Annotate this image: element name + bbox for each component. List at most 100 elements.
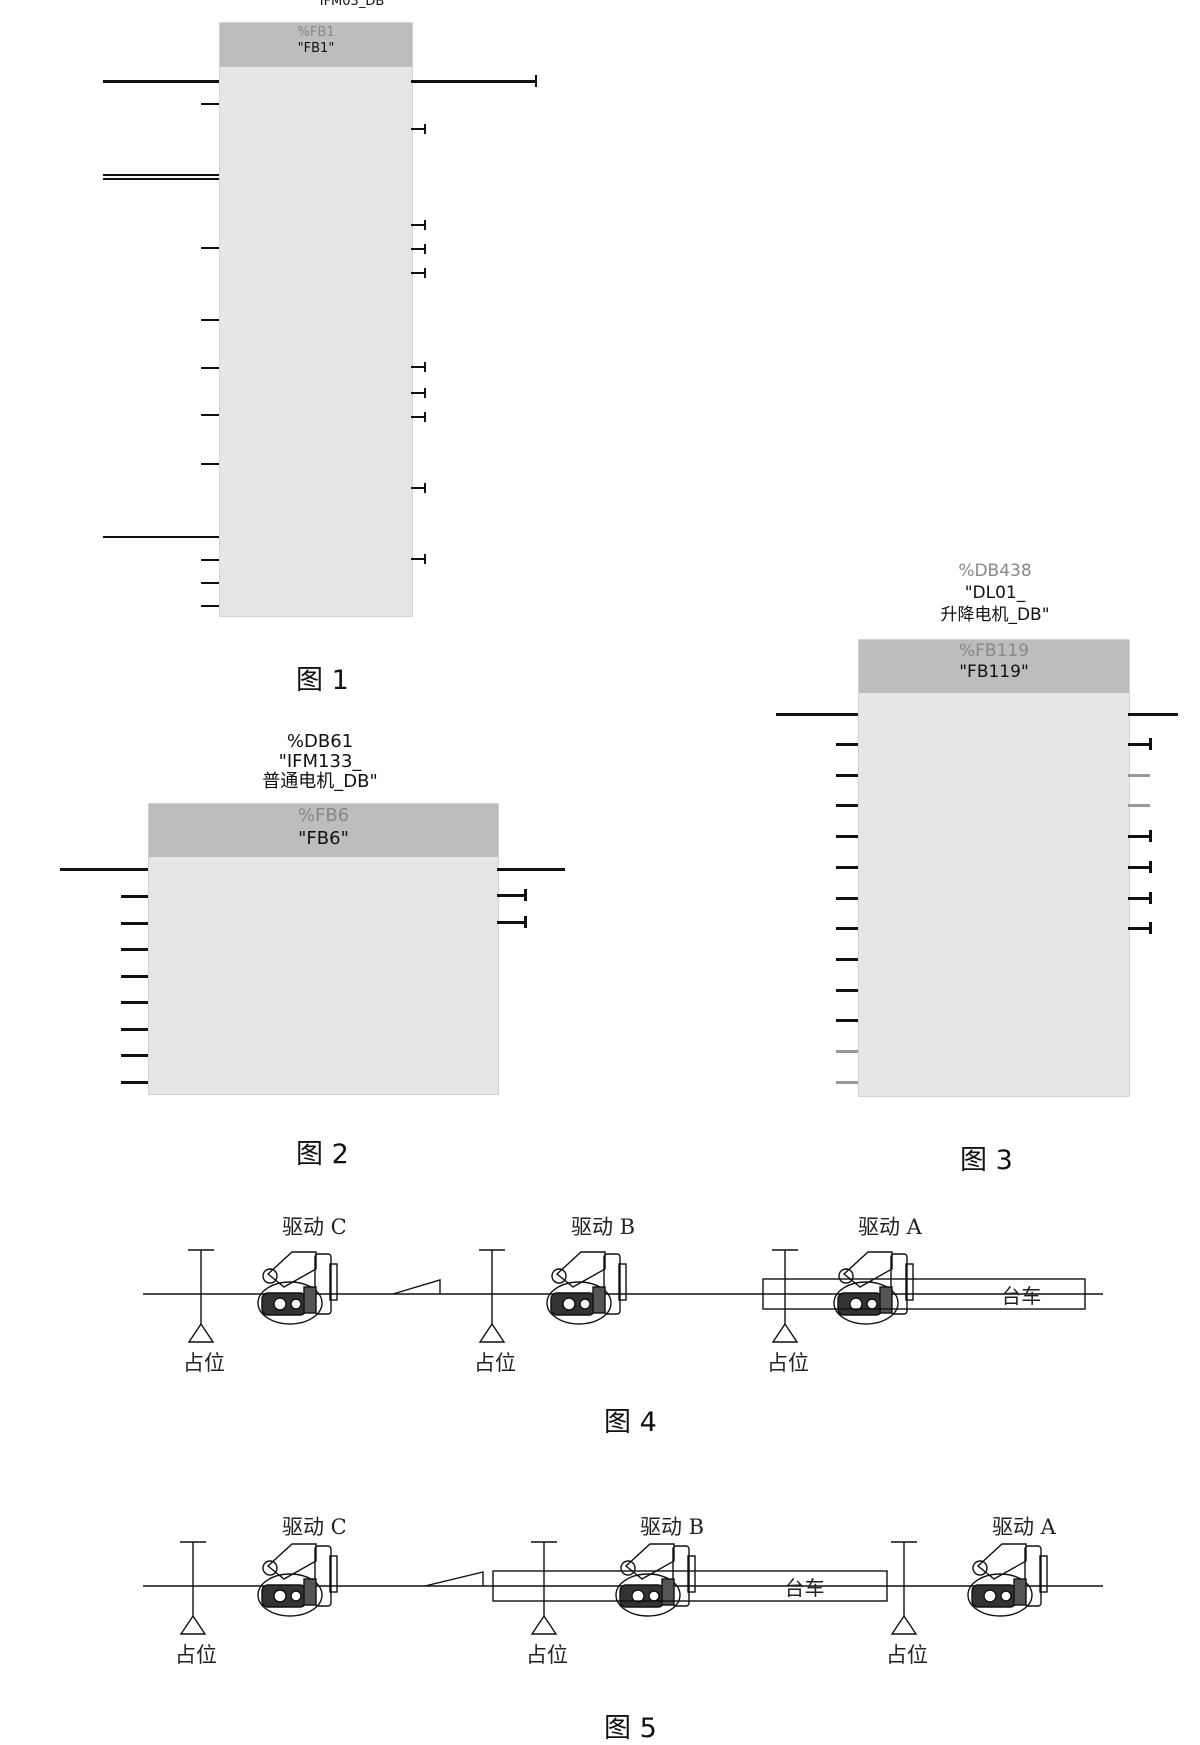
fig1-output-stub-end [424,412,426,422]
fig3-db-name-line1: "DL01_ [964,583,1026,603]
fig3-en-wire [776,713,858,716]
drive-flange [314,1253,332,1315]
sensor-base [771,1322,799,1343]
fig2-db-name-line1: "IFM133_ [278,751,362,772]
drive-motor-body [303,1286,317,1314]
fig3-output-stub [1128,865,1150,869]
fig1-input-stub [201,605,219,607]
drive-motor-body [661,1578,675,1606]
drive-shaft [329,1263,338,1301]
fig1-output-stub-end [424,220,426,230]
fig2-input-stub [121,1080,148,1084]
drive-flange [890,1253,908,1315]
fig2-input-stub [121,974,148,978]
drive-housing [257,1281,323,1325]
drive-unit [615,1543,696,1617]
fig1-output-stub [411,224,425,226]
drive-label: 驱动 B [571,1215,635,1239]
drive-unit [546,1251,627,1325]
fig1-block-header: %FB1 "FB1" [220,23,412,67]
drive-arm [555,1251,606,1288]
fig1-input-stub [201,367,219,369]
fig3-input-stub [836,896,858,900]
drive-arm [976,1543,1027,1580]
fig1-input-stub [201,103,219,105]
fig1-output-stub [411,392,425,394]
fig3-input-stub [836,927,858,931]
fig1-output-stub-end [424,362,426,372]
fig3-output-stub [1128,835,1150,839]
drive-housing [257,1573,323,1617]
fig2-db-number: %DB61 [286,731,354,752]
fig1-output-stub-end [424,268,426,278]
drive-pivot [620,1560,636,1576]
sensor-base [179,1614,207,1635]
drive-flange [603,1253,621,1315]
sensor-label: 占位 [526,1643,568,1667]
drive-flange [1024,1545,1042,1607]
fig3-output-stub [1128,773,1150,777]
fig1-eno-wire [411,80,536,83]
drive-unit [257,1543,338,1617]
fig3-function-block[interactable]: %FB119 "FB119" [858,639,1130,1097]
fig1-input-wire [103,178,219,180]
fig2-output-stub-end [524,916,527,928]
drive-wheel [648,1590,660,1602]
fig3-output-stub-end [1149,860,1152,873]
drive-label: 驱动 C [282,1215,347,1239]
fig1-en-wire [103,80,219,83]
sensor-base [890,1614,918,1635]
fig3-input-stub [836,743,858,746]
fig3-eno-wire [1128,713,1178,716]
fig3-input-stub [836,804,858,808]
fig5-caption: 图 5 [604,1713,657,1744]
fig3-output-stub [1128,743,1150,746]
fig1-output-stub-end [424,244,426,254]
fig1-output-stub-end [424,554,426,564]
fig2-input-stub [121,1027,148,1031]
drive-shaft [1039,1555,1048,1593]
drive-pivot [262,1268,278,1284]
fig2-output-stub [497,894,525,897]
fig1-db-name: "IFM03_DB" [313,0,391,9]
fig2-fb-name: "FB6" [298,827,349,849]
occupancy-sensor [478,1249,506,1343]
fig3-caption: 图 3 [960,1145,1013,1176]
fig2-eno-wire [497,868,565,871]
fig1-function-block[interactable]: %FB1 "FB1" [219,22,413,617]
fig1-output-stub-end [424,124,426,134]
fig3-fb-number: %FB119 [958,641,1030,661]
drive-wheel [983,1589,997,1603]
fig3-output-stub [1128,804,1150,808]
ramp-wedge [392,1279,441,1295]
fig2-fb-number: %FB6 [297,805,350,826]
fig2-input-stub [121,1001,148,1004]
occupancy-sensor [890,1541,918,1635]
fig1-output-stub [411,128,425,130]
fig1-eno-end [535,75,537,87]
drive-housing [833,1281,899,1325]
sensor-label: 占位 [767,1351,809,1375]
drive-pivot [838,1268,854,1284]
sensor-base [478,1322,506,1343]
fig3-db-name-line2: 升降电机_DB" [940,605,1050,625]
occupancy-sensor [530,1541,558,1635]
fig2-input-stub [121,921,148,925]
drive-wheel [631,1589,645,1603]
drive-arm [842,1251,893,1288]
fig3-input-stub [836,1019,858,1023]
sensor-label: 占位 [474,1351,516,1375]
drive-unit [833,1251,914,1325]
fig2-output-stub-end [524,889,527,901]
fig1-input-stub [201,414,219,416]
fig2-function-block[interactable]: %FB6 "FB6" [148,803,499,1095]
drive-label: 驱动 A [992,1515,1057,1539]
drive-motor-body [303,1578,317,1606]
sensor-base [530,1614,558,1635]
fig3-output-stub [1128,896,1150,900]
fig3-output-stub-end [1149,922,1152,935]
drive-flange [314,1545,332,1607]
drive-label: 驱动 A [858,1215,923,1239]
drive-shaft [329,1555,338,1593]
